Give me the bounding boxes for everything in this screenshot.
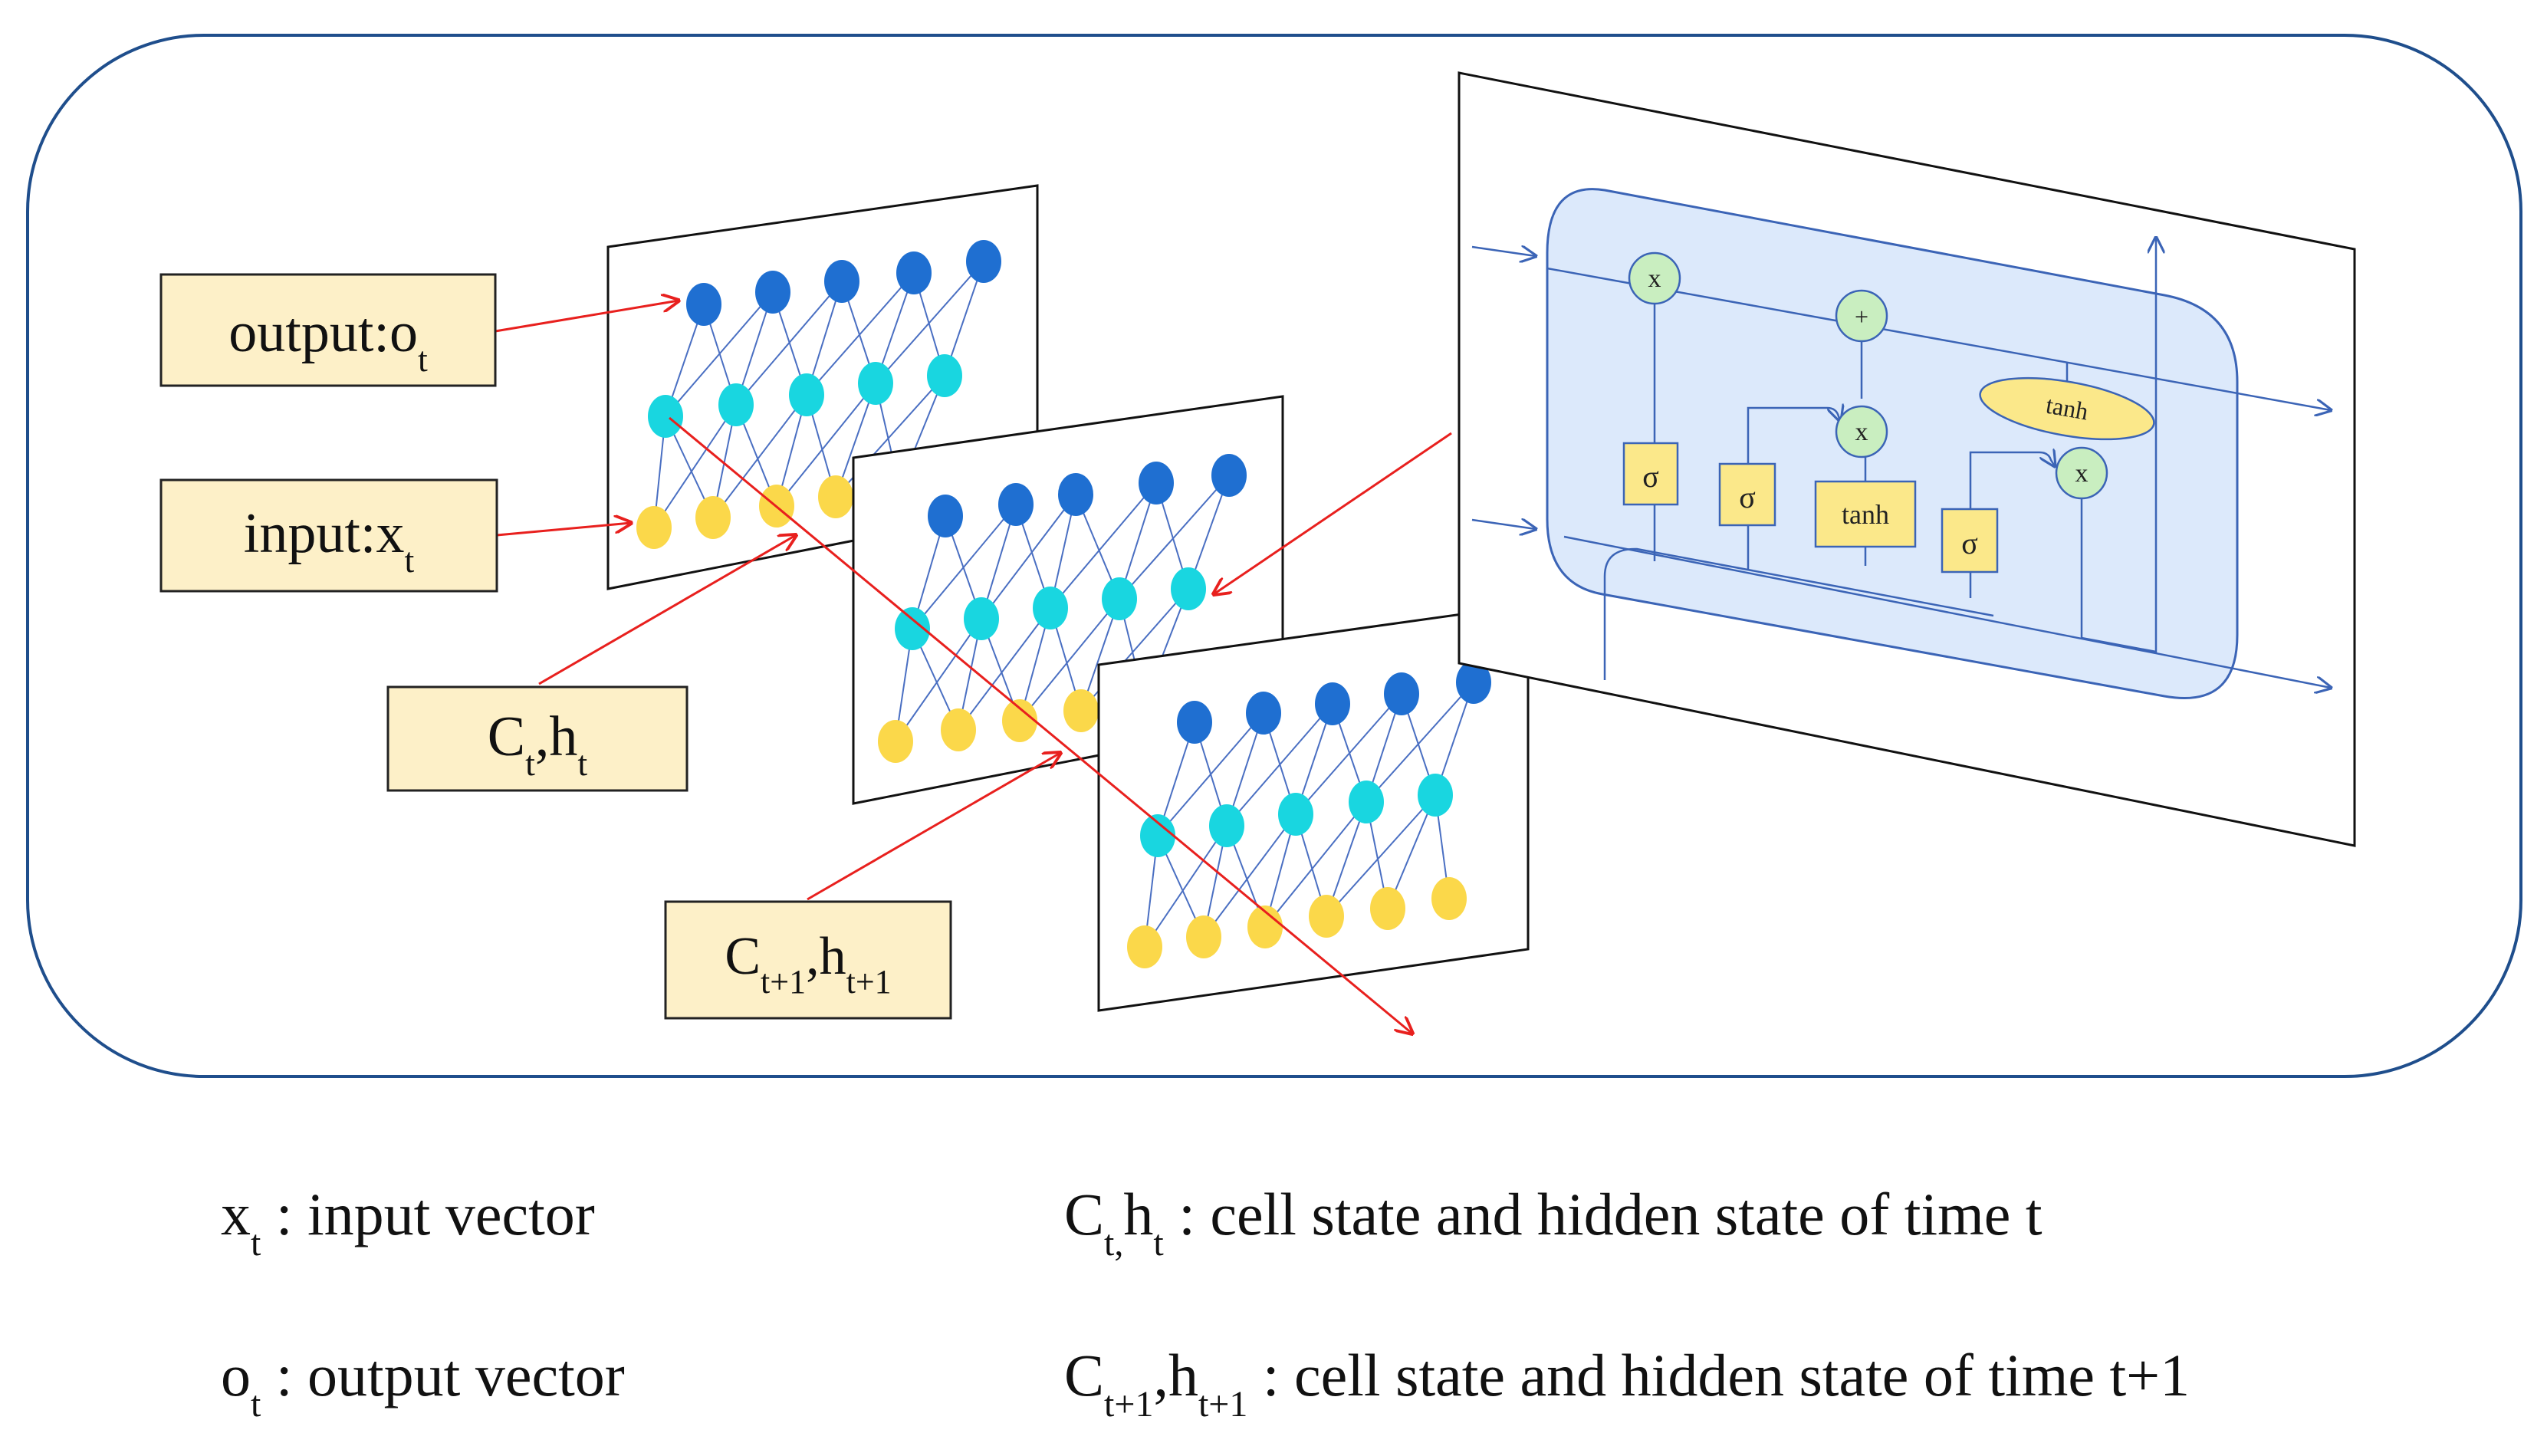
input-node [878,720,913,763]
network-edge [806,272,915,396]
svg-text:x: x [1648,265,1661,293]
red-arrows [495,301,1452,1034]
network-edge [1264,801,1367,928]
input-multiply-op: x [1835,405,1888,458]
network-edge [776,383,876,507]
output-node [928,495,963,537]
svg-text:Ct,ht: Ct,ht [488,705,588,783]
output-node [1456,661,1491,704]
input-gate-sigma: σ [1718,462,1776,527]
network-edge [1050,482,1157,609]
network-panel-3 [1097,603,1530,1012]
input-node [1309,895,1344,938]
forget-gate-sigma: σ [1622,442,1679,506]
output-node [824,260,859,303]
input-node [941,708,976,751]
output-node [966,240,1001,283]
input-node [695,496,731,539]
svg-text:σ: σ [1739,480,1756,514]
hidden-node [1102,577,1137,620]
output-node [1315,682,1350,725]
network-edge [1119,475,1230,600]
output-node [1246,692,1281,735]
output-node [1058,473,1093,516]
forget-multiply-op: x [1628,251,1681,305]
hidden-node [1278,793,1313,836]
network-edge [1326,794,1436,917]
output-node [1177,701,1212,744]
output-node [896,251,932,294]
network-edge [712,394,807,518]
network-edge [958,607,1051,731]
output-node [1139,462,1174,505]
input-node [636,506,672,549]
svg-text:tanh: tanh [1842,499,1889,530]
output-node [1384,672,1419,715]
cell-tanh-ellipse: tanh [1979,376,2155,441]
svg-text:output:ot: output:ot [228,301,428,379]
add-op: + [1835,289,1888,343]
hidden-node [858,362,893,405]
output-gate-sigma: σ [1941,508,1999,574]
network-edge [1203,813,1297,938]
lstm-cell-body [1546,188,2239,700]
output-node [686,283,721,326]
input-node [1063,689,1099,732]
output-node [755,271,790,314]
network-edge [653,404,737,528]
input-node [1186,915,1221,958]
state-t-label-box: Ct,ht [386,685,689,792]
legend-input-vector: xt : input vector [221,1181,595,1264]
legend-state-t1: Ct+1,ht+1 : cell state and hidden state … [1064,1342,2190,1425]
lstm-cell-panel: x + x x tanh σ σ tanh [1458,71,2356,847]
hidden-node [1418,774,1453,817]
svg-text:x: x [2075,459,2089,488]
network-edge [895,618,982,742]
svg-text:σ: σ [1961,526,1978,560]
output-label-box: output:ot [159,273,497,387]
output-node [998,483,1034,526]
input-node [1431,877,1467,920]
outer-frame [26,34,2522,1078]
hidden-node [789,373,824,416]
network-edge [1295,693,1402,815]
hidden-node [895,607,930,650]
input-label-box: input:xt [159,478,498,593]
hidden-node [1349,781,1384,823]
hidden-node [1033,587,1068,629]
svg-text:input:xt: input:xt [244,502,415,580]
input-node [1370,887,1405,930]
hidden-node [927,354,962,397]
hidden-node [718,383,754,426]
legend: xt : input vector ot : output vector Ct,… [221,1181,2190,1425]
network-panel-1 [606,184,1039,590]
hidden-node [1140,814,1175,857]
input-node [818,475,853,518]
network-edge [1366,682,1474,803]
svg-text:Ct+1,ht+1: Ct+1,ht+1 [725,927,891,1001]
network-edge [1144,825,1227,948]
svg-text:+: + [1855,303,1868,330]
input-node [1127,925,1162,968]
input-node [1002,699,1037,742]
svg-text:σ: σ [1642,459,1659,494]
hidden-node [1171,567,1206,610]
output-multiply-op: x [2055,446,2108,500]
hidden-node [1209,804,1244,847]
network-edge [981,494,1076,620]
state-t1-label-box: Ct+1,ht+1 [664,900,952,1020]
network-edge [912,504,1017,629]
hidden-node [964,597,999,640]
network-edge [875,261,984,384]
legend-state-t: Ct,ht : cell state and hidden state of t… [1064,1181,2043,1264]
input-node [1247,905,1283,948]
svg-text:x: x [1855,418,1868,446]
candidate-gate-tanh: tanh [1814,480,1917,548]
output-node [1211,454,1247,497]
legend-output-vector: ot : output vector [221,1342,625,1425]
network-edge [1019,598,1120,721]
hidden-node [648,395,683,438]
